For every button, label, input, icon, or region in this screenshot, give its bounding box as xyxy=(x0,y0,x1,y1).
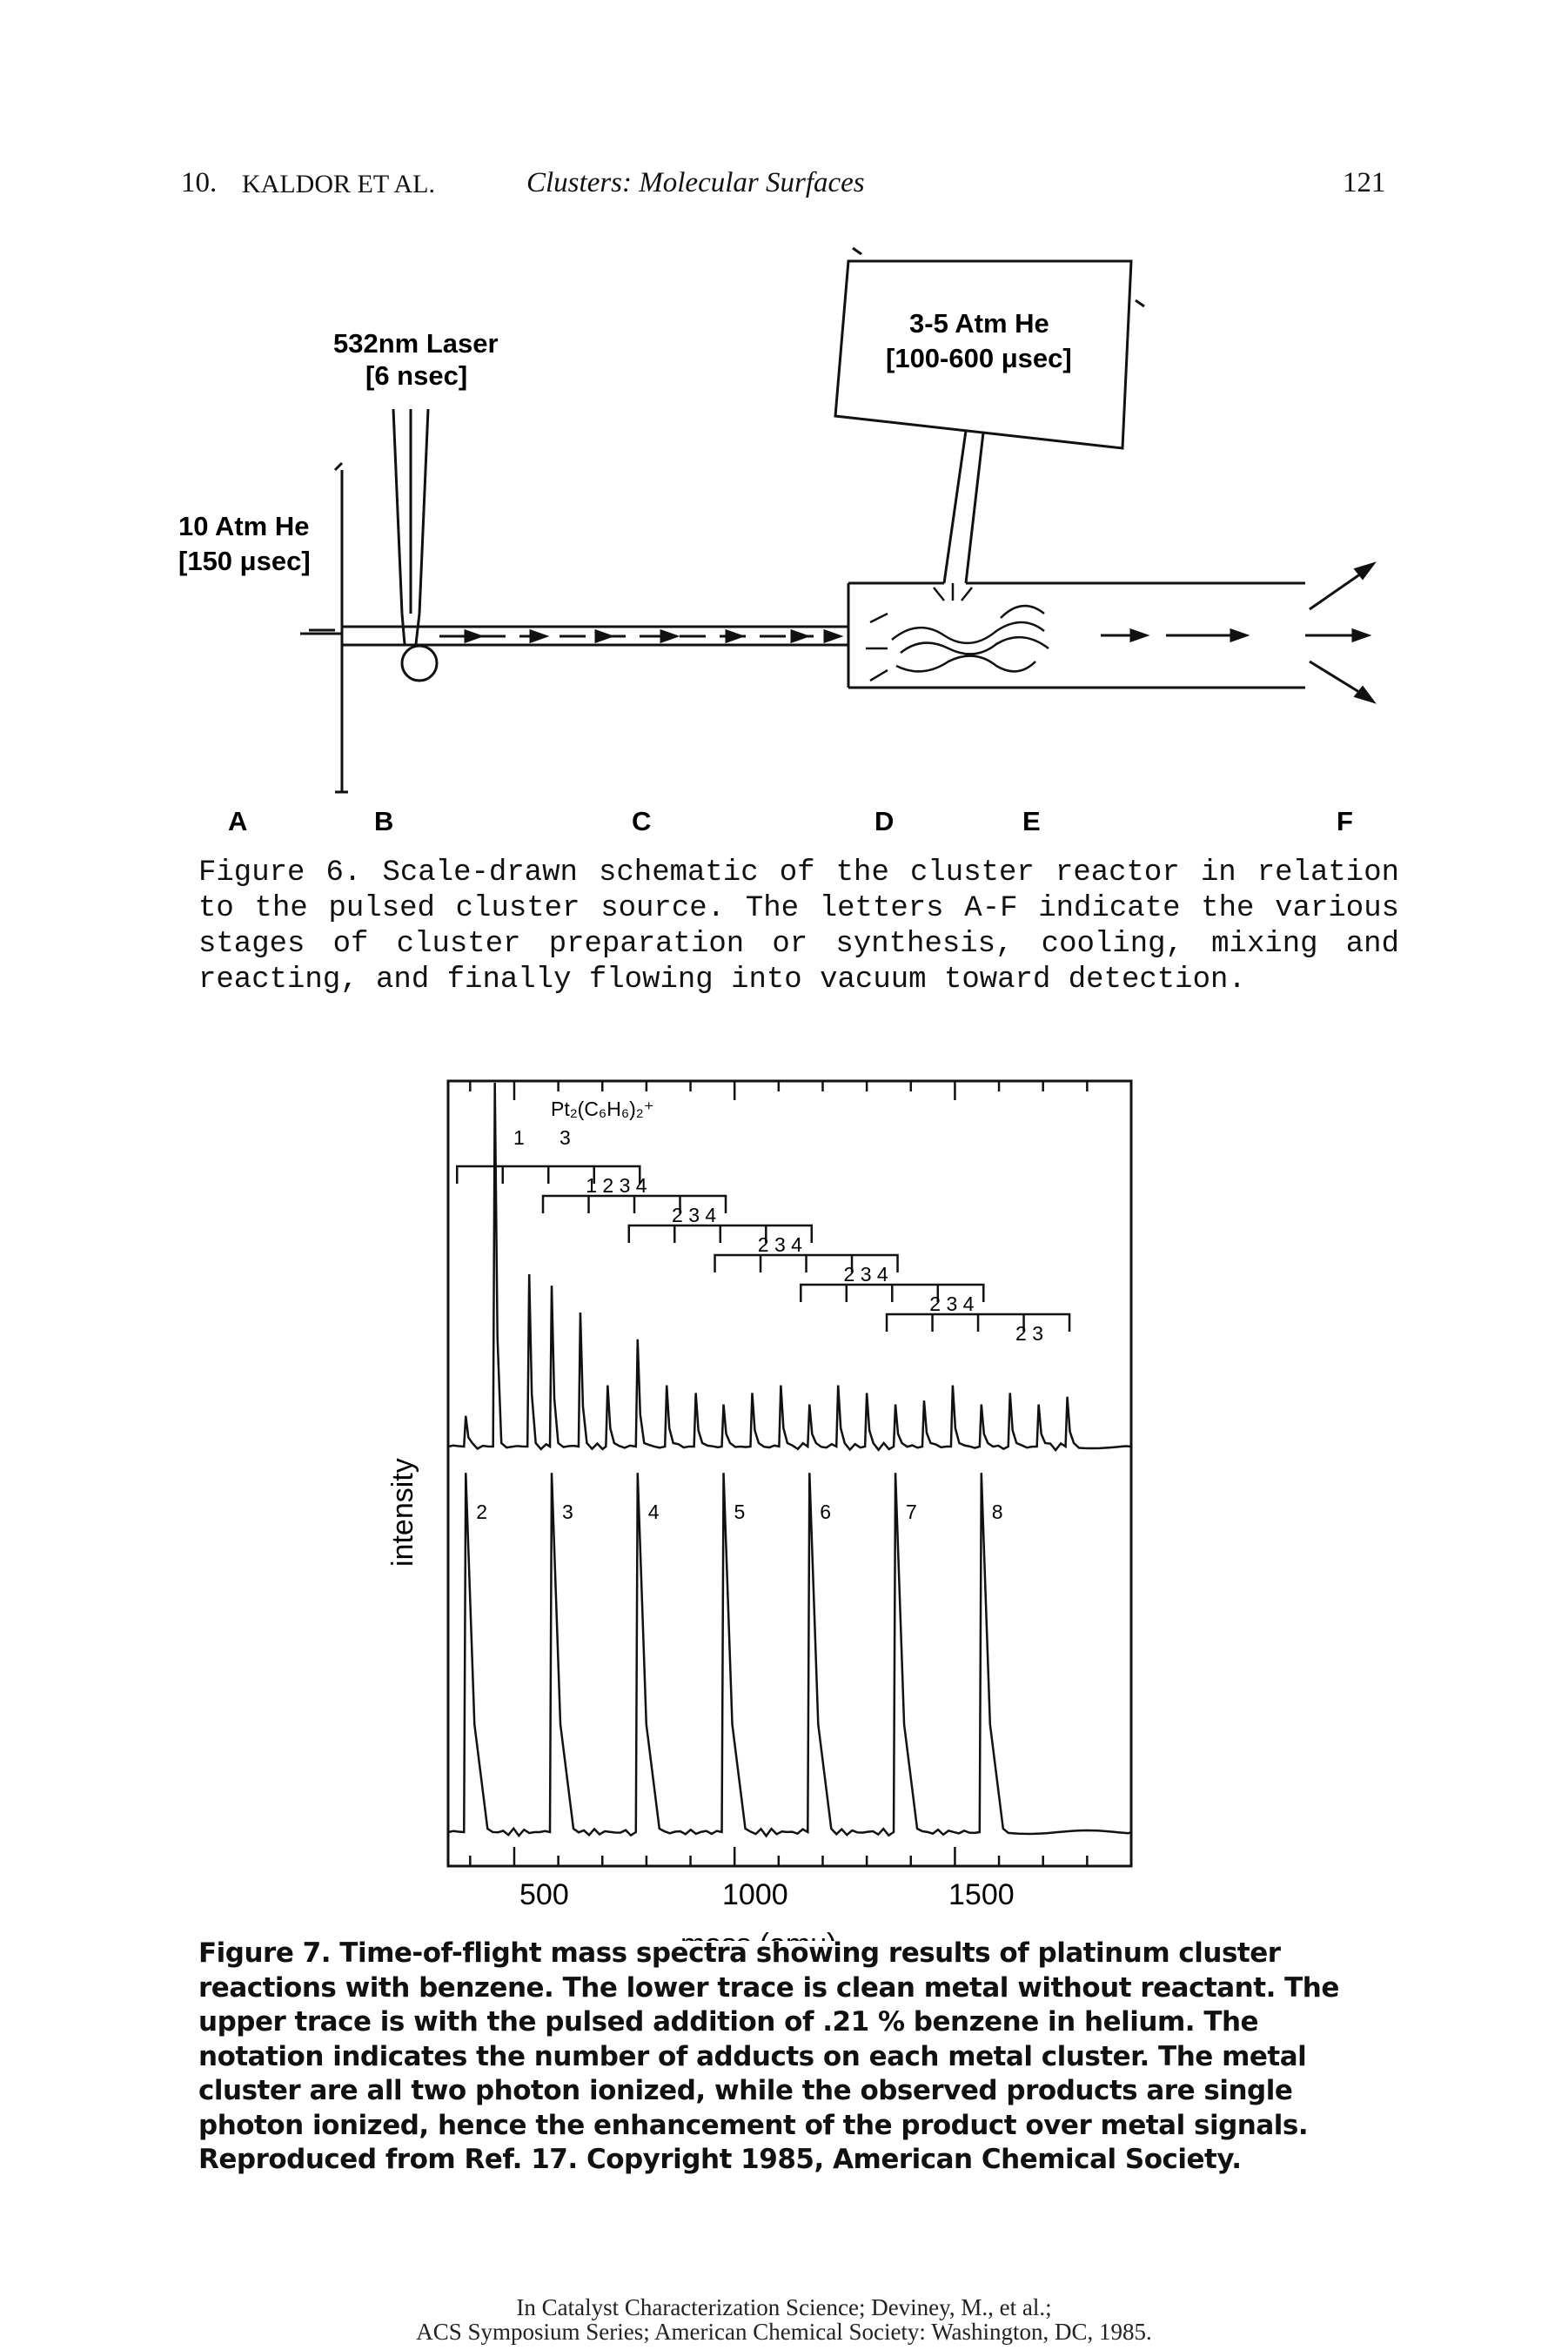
he-source-label-2: [150 μsec] xyxy=(178,546,311,576)
adduct-group-label: 2 3 4 xyxy=(844,1263,888,1286)
annotation-sub: 3 xyxy=(560,1126,571,1149)
stage-letter-e: E xyxy=(1022,806,1041,836)
stage-letter-d: D xyxy=(874,806,894,836)
adduct-group-label: 1 2 3 4 xyxy=(586,1174,647,1197)
he-source-label-1: 10 Atm He xyxy=(178,511,309,541)
cluster-label: 5 xyxy=(734,1501,746,1523)
adduct-labels: 1 2 3 4 2 3 4 2 3 4 2 3 4 2 3 4 2 3 xyxy=(586,1174,1043,1345)
figure7-caption: Figure 7. Time-of-flight mass spectra sh… xyxy=(198,1937,1339,2175)
adduct-group-label: 2 3 xyxy=(1015,1322,1043,1345)
y-axis-label: intensity xyxy=(386,1458,419,1567)
header-authors: KALDOR ET AL. xyxy=(242,170,435,198)
cluster-label: 4 xyxy=(648,1501,660,1523)
plot-frame xyxy=(446,1079,1133,1868)
bottom-ticks xyxy=(469,1847,1089,1866)
he-pulse-label-2: [100-600 μsec] xyxy=(886,343,1072,373)
cluster-label: 2 xyxy=(476,1501,487,1523)
annotation-formula: Pt₂(C₆H₆)₂⁺ xyxy=(551,1098,654,1120)
x-tick-1500: 1500 xyxy=(948,1878,1015,1911)
cluster-labels: 2 3 4 5 6 7 8 xyxy=(476,1501,1002,1523)
annotation-left: 1 xyxy=(513,1126,525,1149)
x-tick-500: 500 xyxy=(519,1878,569,1911)
laser-label-1: 532nm Laser xyxy=(333,328,499,359)
header-chapter: 10. xyxy=(181,167,218,198)
cluster-label: 6 xyxy=(820,1501,831,1523)
stage-letter-b: B xyxy=(374,806,393,836)
x-axis-label: mass (amu) xyxy=(680,1928,836,1941)
adduct-group-label: 2 3 4 xyxy=(929,1292,974,1315)
stage-letter-f: F xyxy=(1337,806,1353,836)
figure6-caption: Figure 6. Scale-drawn schematic of the c… xyxy=(198,856,1399,997)
page-number: 121 xyxy=(1343,167,1386,198)
adduct-group-label: 2 3 4 xyxy=(672,1204,716,1226)
adduct-brackets xyxy=(456,1165,1071,1332)
cluster-label: 8 xyxy=(992,1501,1003,1523)
top-ticks xyxy=(469,1081,1089,1100)
footer-line-1: In Catalyst Characterization Science; De… xyxy=(516,2294,1052,2320)
figure7-chart: 2 3 4 5 6 7 8 1 2 3 4 2 3 4 2 3 4 2 3 4 2 3 4 2 3 P… xyxy=(386,1079,1133,1941)
header-title: Clusters: Molecular Surfaces xyxy=(526,167,865,198)
stage-letter-a: A xyxy=(228,806,247,836)
figure6-schematic: 532nm Laser [6 nsec] 10 Atm He [150 μsec… xyxy=(178,246,1377,836)
footer-line-2: ACS Symposium Series; American Chemical … xyxy=(416,2319,1152,2345)
cluster-label: 7 xyxy=(906,1501,917,1523)
laser-label-2: [6 nsec] xyxy=(365,360,467,391)
adduct-group-label: 2 3 4 xyxy=(758,1233,802,1256)
stage-letter-c: C xyxy=(632,806,651,836)
lower-trace-line xyxy=(447,1473,1132,1838)
x-tick-1000: 1000 xyxy=(722,1878,788,1911)
cluster-label: 3 xyxy=(562,1501,573,1523)
upper-trace-line xyxy=(447,1082,1132,1453)
he-pulse-label-1: 3-5 Atm He xyxy=(909,308,1049,339)
